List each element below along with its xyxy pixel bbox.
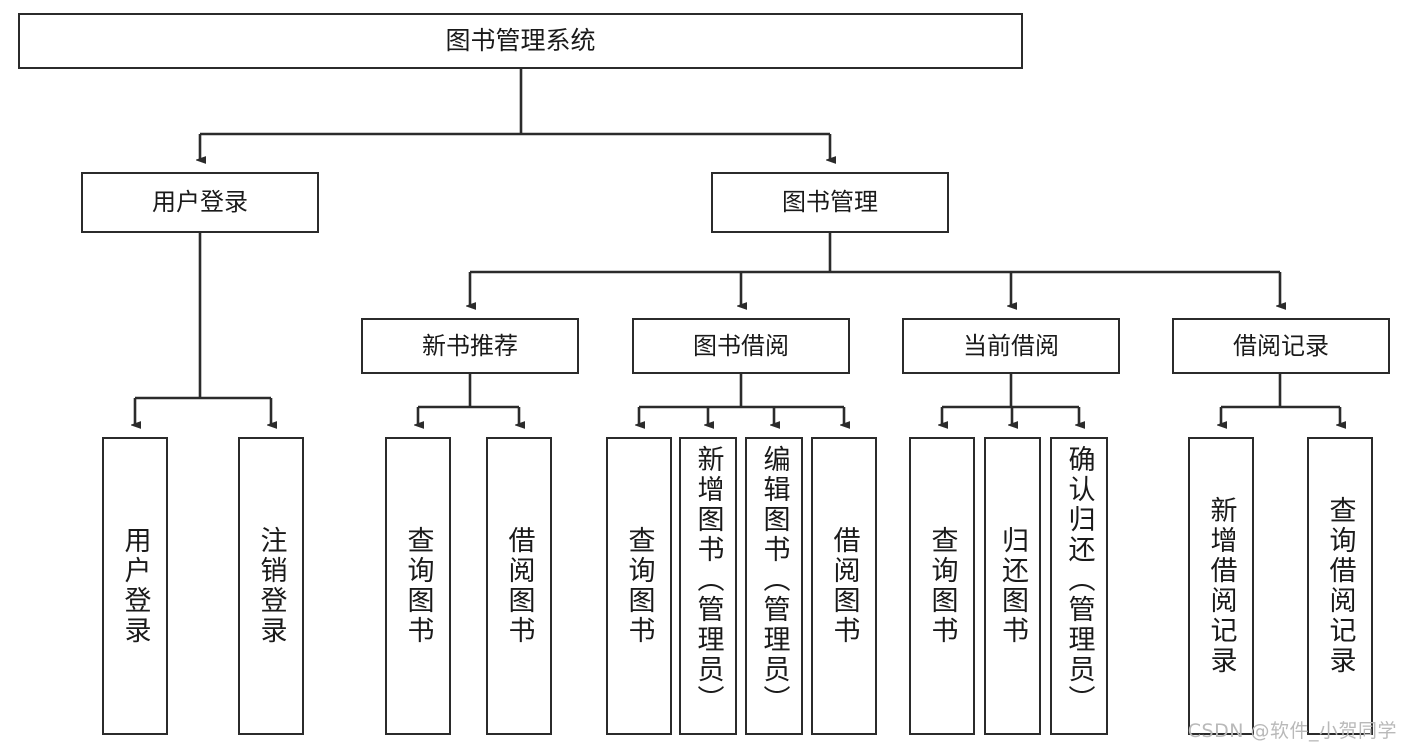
node-book-manage[interactable]: 图书管理 (711, 172, 949, 233)
leaf-logout-login-label: 注销登录 (255, 526, 287, 646)
leaf-query-book-current[interactable]: 查询图书 (909, 437, 975, 735)
node-current-borrow[interactable]: 当前借阅 (902, 318, 1120, 374)
leaf-query-book-borrow[interactable]: 查询图书 (606, 437, 672, 735)
node-book-borrow[interactable]: 图书借阅 (632, 318, 850, 374)
leaf-logout-login[interactable]: 注销登录 (238, 437, 304, 735)
node-book-borrow-label: 图书借阅 (693, 331, 789, 360)
leaf-add-book-admin[interactable]: 新增图书（管理员） (679, 437, 737, 735)
leaf-user-login[interactable]: 用户登录 (102, 437, 168, 735)
leaf-query-book-borrow-label: 查询图书 (623, 526, 655, 646)
leaf-confirm-return-admin-label: 确认归还（管理员） (1063, 445, 1095, 715)
leaf-add-book-admin-label: 新增图书（管理员） (692, 445, 724, 715)
node-new-book-recommend[interactable]: 新书推荐 (361, 318, 579, 374)
leaf-query-borrow-record-label: 查询借阅记录 (1324, 496, 1356, 676)
node-current-borrow-label: 当前借阅 (963, 331, 1059, 360)
node-book-manage-label: 图书管理 (782, 188, 878, 217)
leaf-borrow-book-label: 借阅图书 (828, 526, 860, 646)
leaf-user-login-label: 用户登录 (119, 526, 151, 646)
node-borrow-record[interactable]: 借阅记录 (1172, 318, 1390, 374)
leaf-return-book[interactable]: 归还图书 (984, 437, 1041, 735)
leaf-query-book-recommend-label: 查询图书 (402, 526, 434, 646)
csdn-watermark: CSDN @软件_小贺同学 (1187, 720, 1397, 742)
leaf-borrow-book-recommend-label: 借阅图书 (503, 526, 535, 646)
node-new-book-recommend-label: 新书推荐 (422, 331, 518, 360)
node-root[interactable]: 图书管理系统 (18, 13, 1023, 69)
leaf-confirm-return-admin[interactable]: 确认归还（管理员） (1050, 437, 1108, 735)
node-root-label: 图书管理系统 (445, 26, 596, 56)
leaf-borrow-book[interactable]: 借阅图书 (811, 437, 877, 735)
leaf-query-book-recommend[interactable]: 查询图书 (385, 437, 451, 735)
leaf-query-borrow-record[interactable]: 查询借阅记录 (1307, 437, 1373, 735)
leaf-return-book-label: 归还图书 (997, 526, 1028, 646)
leaf-query-book-current-label: 查询图书 (926, 526, 958, 646)
leaf-borrow-book-recommend[interactable]: 借阅图书 (486, 437, 552, 735)
node-borrow-record-label: 借阅记录 (1233, 331, 1329, 360)
leaf-add-borrow-record-label: 新增借阅记录 (1205, 496, 1237, 676)
leaf-add-borrow-record[interactable]: 新增借阅记录 (1188, 437, 1254, 735)
leaf-edit-book-admin[interactable]: 编辑图书（管理员） (745, 437, 803, 735)
leaf-edit-book-admin-label: 编辑图书（管理员） (758, 445, 790, 715)
node-user-login[interactable]: 用户登录 (81, 172, 319, 233)
node-user-login-label: 用户登录 (152, 188, 248, 217)
